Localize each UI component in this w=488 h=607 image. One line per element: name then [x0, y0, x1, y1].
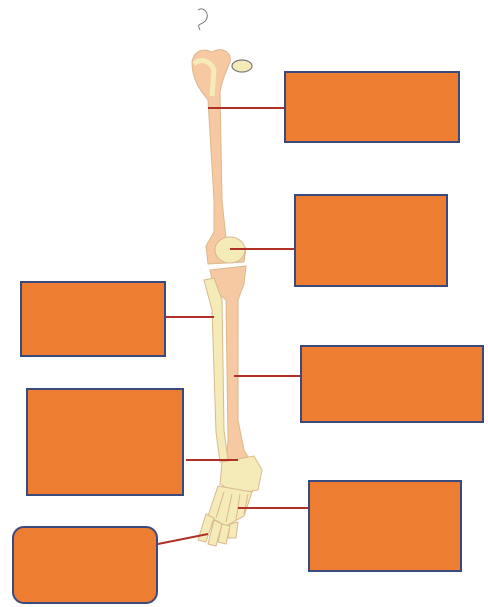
tibia-label-box[interactable] — [300, 345, 484, 423]
fibula-bone — [204, 278, 228, 462]
fibula-label-box[interactable] — [20, 281, 166, 357]
femur-label-box[interactable] — [284, 71, 460, 143]
patella-label-box[interactable] — [294, 194, 448, 287]
tarsals-label-box[interactable] — [26, 388, 184, 496]
hip-socket — [232, 60, 252, 72]
hip-outline — [198, 9, 207, 30]
metatarsals-label-box[interactable] — [308, 480, 462, 572]
femur-bone — [192, 50, 246, 264]
phalanges-label-box[interactable] — [12, 526, 158, 604]
